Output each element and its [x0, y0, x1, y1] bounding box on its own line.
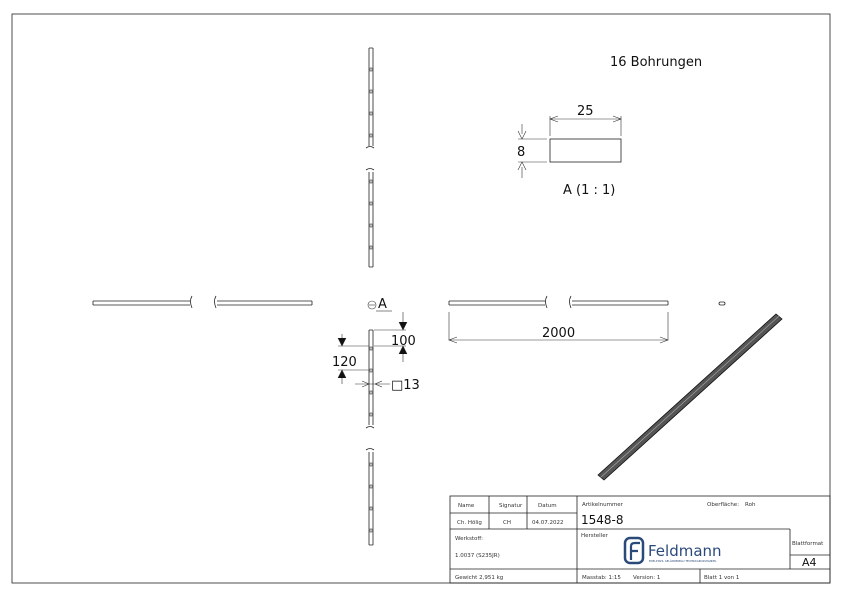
drawing-date: 04.07.2022 [532, 520, 564, 526]
version: Version: 1 [633, 575, 660, 581]
horizontal-bar-view-right [448, 295, 669, 309]
sheet-number: Blatt 1 von 1 [704, 575, 739, 581]
feldmann-logo: Feldmann EDELSTAHL GELÄNDERBAU TECHNIKGR… [623, 536, 722, 565]
isometric-bar-view [597, 313, 783, 481]
article-label: Artikelnummer [582, 502, 624, 508]
header-date: Datum [538, 503, 557, 509]
dimension-120: 120 [332, 355, 357, 370]
detail-height: 8 [517, 145, 525, 160]
header-signature: Signatur [499, 503, 523, 509]
manufacturer-label: Hersteller [581, 533, 609, 539]
section-marker: A [367, 297, 392, 312]
detail-width: 25 [577, 104, 594, 119]
format-label: Blattformat [792, 541, 824, 547]
surface-label: Oberfläche: [707, 502, 739, 508]
detail-a [517, 115, 622, 178]
holes-note: 16 Bohrungen [610, 55, 702, 70]
hole-marks [369, 67, 373, 533]
detail-label: A (1 : 1) [563, 183, 615, 198]
surface-value: Roh [745, 502, 756, 508]
header-name: Name [458, 503, 475, 509]
drafter-name: Ch. Hölig [457, 520, 482, 526]
format-value: A4 [802, 556, 817, 569]
dimension-length: 2000 [542, 326, 575, 341]
material-value: 1.0037 (S235JR) [455, 553, 500, 559]
brand-tagline: EDELSTAHL GELÄNDERBAU TECHNIKGROSSHANDEL [649, 558, 717, 563]
sheet-border [11, 13, 831, 584]
dimension-100: 100 [391, 334, 416, 349]
title-block: Name Signatur Datum Ch. Hölig CH 04.07.2… [449, 495, 831, 584]
scale: Masstab: 1:15 [582, 575, 621, 581]
dimension-lines [337, 312, 669, 388]
article-number: 1548-8 [581, 513, 624, 527]
section-label: A [378, 297, 387, 312]
drafter-signature: CH [503, 520, 511, 526]
brand-name: Feldmann [648, 542, 722, 560]
vertical-bar-view [365, 47, 375, 546]
dimension-square: □13 [391, 378, 420, 393]
horizontal-bar-view-left [92, 295, 313, 309]
end-section-view [718, 301, 726, 306]
material-label: Werkstoff: [455, 536, 483, 542]
weight: Gewicht 2,951 kg [455, 575, 503, 581]
